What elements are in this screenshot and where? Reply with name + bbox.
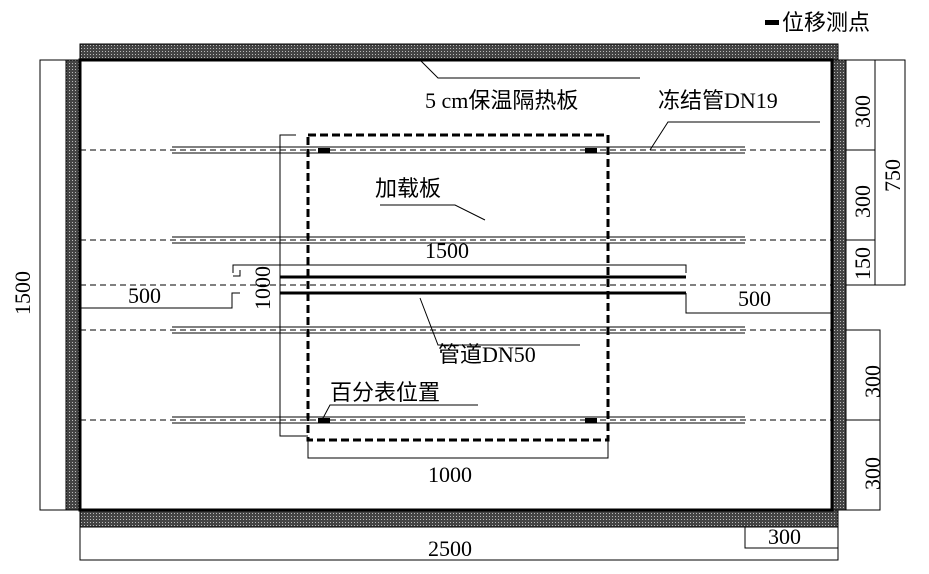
loading-plate-label: 加载板 [375,176,441,201]
legend-label: 位移测点 [782,10,870,35]
measurement-points [318,148,597,423]
dim-left-offset: 500 [128,283,161,308]
dim-board-thickness: 300 [768,524,801,549]
freeze-pipe [80,236,832,244]
freeze-pipe-label: 冻结管DN19 [658,88,778,113]
measurement-point-icon [585,418,597,423]
freeze-pipe [80,146,832,154]
insulation-board-left [65,59,81,511]
freeze-pipes [80,146,832,424]
loading-plate [306,133,610,442]
dim-right-offset: 500 [738,286,771,311]
insulation-board-top [79,43,839,61]
dim-plate-width: 1000 [428,462,472,487]
dim-pipe-length: 1500 [425,238,469,263]
freeze-pipe [80,416,832,424]
insulation-board-bottom [79,509,839,528]
measurement-point-legend-icon [765,20,779,25]
legend: 位移测点 [765,10,870,35]
dim-right-top-2: 300 [850,185,875,218]
measurement-point-icon [318,148,330,153]
dim-total-width: 2500 [428,536,472,561]
dim-pipe-spacing: 1000 [250,266,275,310]
dim-total-height: 1500 [10,271,35,315]
leaders [321,59,820,421]
insulation-board-label: 5 cm保温隔热板 [425,88,578,113]
dim-right-half: 750 [880,159,905,192]
dim-right-bottom-2: 300 [860,457,885,490]
measurement-point-icon [318,418,330,423]
dim-right-top-1: 300 [850,95,875,128]
dimension-lines [39,59,906,561]
dim-right-bottom-1: 300 [860,365,885,398]
insulation-board-right [831,59,847,511]
dim-right-top-3: 150 [850,247,875,280]
pipeline-label: 管道DN50 [438,342,536,367]
pipeline-dn50 [80,275,832,295]
dial-gauge-label: 百分表位置 [330,380,440,405]
freeze-pipe [80,326,832,334]
loading-plate-outline [279,134,308,437]
measurement-point-icon [585,148,597,153]
